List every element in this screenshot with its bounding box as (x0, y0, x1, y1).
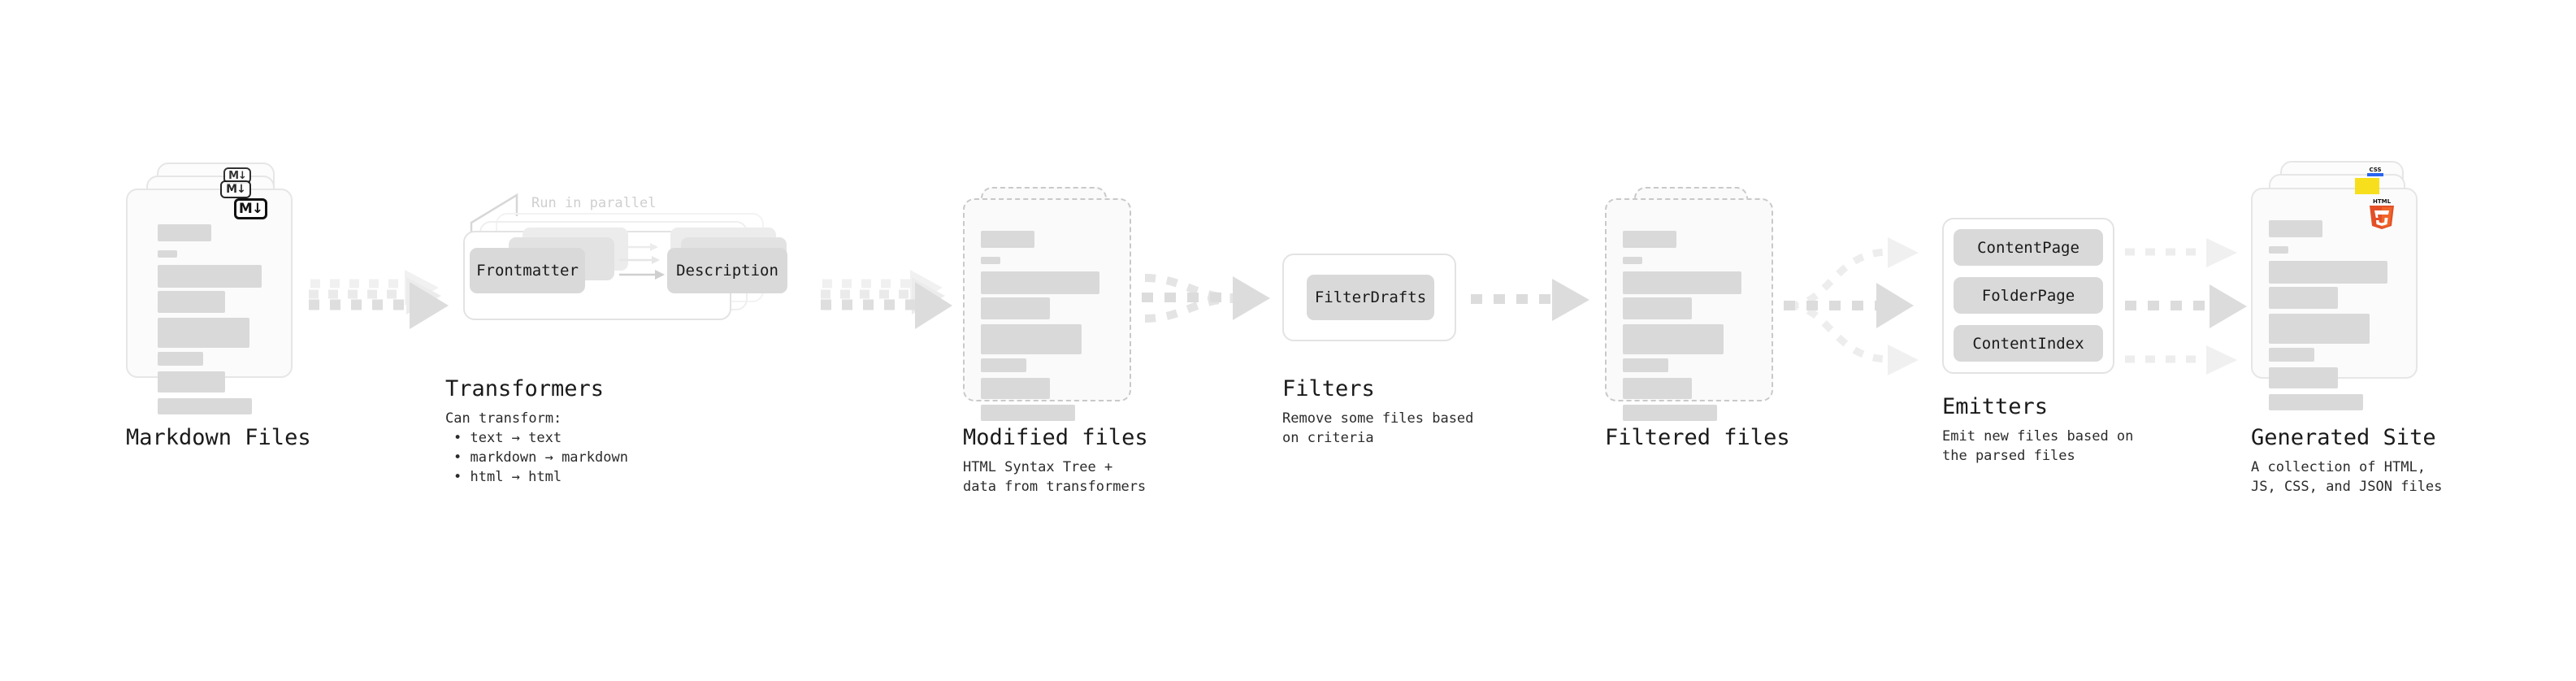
skeleton-line (158, 224, 211, 241)
skeleton-line (2269, 314, 2370, 344)
chip-label: ContentPage (1977, 238, 2079, 257)
emitter-chip-contentindex[interactable]: ContentIndex (1954, 325, 2103, 362)
stage-title-filters: Filters (1282, 376, 1375, 401)
skeleton-line (1623, 358, 1668, 372)
markdown-icon: M↓ (234, 198, 267, 219)
chip-label: Description (676, 262, 778, 280)
stage-title-markdown-files: Markdown Files (126, 425, 311, 450)
skeleton-line (981, 405, 1075, 421)
skeleton-line (158, 371, 225, 393)
chip-label: FolderPage (1981, 286, 2075, 305)
stage-title-generated-site: Generated Site (2251, 425, 2436, 450)
skeleton-line (2269, 287, 2338, 309)
filtered-card-front (1605, 198, 1773, 421)
emitter-chip-contentpage[interactable]: ContentPage (1954, 229, 2103, 266)
parallel-note: Run in parallel (531, 195, 657, 211)
skeleton-line (158, 250, 177, 258)
skeleton-line (1623, 378, 1692, 399)
skeleton-line (1623, 271, 1741, 294)
skeleton-line (981, 324, 1082, 354)
svg-text:CSS: CSS (2369, 167, 2381, 173)
emitters-subtitle: Emit new files based on the parsed files (1942, 427, 2133, 466)
list-item: markdown → markdown (453, 448, 627, 467)
subtitle-line-2: JS, CSS, and JSON files (2251, 479, 2443, 495)
javascript-icon (2355, 178, 2379, 194)
modified-file-stack (963, 187, 1138, 421)
generated-site-stack: CSS HTML (2251, 161, 2438, 410)
skeleton-line (1623, 297, 1692, 319)
arrow-modified-to-filters (1142, 274, 1270, 323)
stage-generated-site: CSS HTML (2251, 161, 2438, 410)
transformer-chip-frontmatter[interactable]: Frontmatter (470, 248, 585, 293)
stage-modified-files (963, 187, 1138, 421)
skeleton-line (1623, 257, 1642, 264)
skeleton-line (2269, 246, 2288, 254)
modified-card-front (963, 198, 1131, 421)
skeleton-line (2269, 261, 2387, 284)
chip-label: ContentIndex (1972, 334, 2084, 353)
arrow-filters-to-filtered (1471, 279, 1589, 321)
stage-title-modified-files: Modified files (963, 425, 1148, 450)
generated-site-subtitle: A collection of HTML, JS, CSS, and JSON f… (2251, 458, 2442, 497)
css3-icon: CSS (2367, 167, 2383, 176)
arrow-transformers-to-modified (821, 270, 952, 329)
skeleton-line (2269, 220, 2322, 237)
skeleton-line (981, 358, 1026, 372)
skeleton-line (2269, 367, 2338, 388)
filters-subtitle: Remove some files based on criteria (1282, 409, 1473, 448)
list-item: html → html (453, 467, 628, 487)
skeleton-line (981, 257, 1000, 264)
skeleton-line (158, 318, 249, 348)
chip-label: FilterDrafts (1314, 288, 1427, 306)
skeleton-line (981, 231, 1034, 248)
subtitle-line-1: A collection of HTML, (2251, 459, 2426, 475)
skeleton-line (158, 291, 225, 313)
arrow-emitters-to-site (2125, 238, 2247, 375)
skeleton-line (981, 297, 1050, 319)
skeleton-line (1623, 324, 1724, 354)
markdown-file-stack: M↓ M↓ M↓ (126, 163, 301, 414)
subtitle-line-1: Remove some files based (1282, 410, 1474, 427)
html5-icon: HTML (2370, 198, 2394, 229)
subtitle-line-2: the parsed files (1942, 448, 2075, 464)
modified-files-subtitle: HTML Syntax Tree + data from transformers (963, 458, 1146, 497)
skeleton-line (2269, 394, 2363, 410)
emitter-chip-folderpage[interactable]: FolderPage (1954, 277, 2103, 314)
stage-title-transformers: Transformers (445, 376, 605, 401)
stage-title-filtered-files: Filtered files (1605, 425, 1790, 450)
skeleton-line (981, 271, 1099, 294)
skeleton-line (158, 398, 252, 414)
markdown-icon-mid: M↓ (220, 180, 251, 198)
transformer-inner-arrows (619, 243, 665, 280)
subtitle-line-1: HTML Syntax Tree + (963, 459, 1113, 475)
stage-title-emitters: Emitters (1942, 394, 2049, 419)
transformers-subtitle-heading: Can transform: (445, 410, 562, 427)
subtitle-line-2: on criteria (1282, 430, 1374, 446)
stage-markdown-files: M↓ M↓ M↓ (126, 163, 301, 414)
subtitle-line-2: data from transformers (963, 479, 1147, 495)
skeleton-line (158, 265, 262, 288)
skeleton-line (1623, 405, 1717, 421)
svg-text:HTML: HTML (2373, 198, 2392, 205)
filters-chip-filterdrafts[interactable]: FilterDrafts (1307, 275, 1434, 320)
skeleton-line (2269, 348, 2314, 362)
transformer-chip-description[interactable]: Description (667, 248, 787, 293)
arrow-markdown-to-transformers (309, 270, 449, 329)
stage-filtered-files (1605, 187, 1780, 421)
markdown-card-front (126, 189, 293, 414)
chip-label: Frontmatter (476, 262, 579, 280)
filtered-file-stack (1605, 187, 1780, 421)
skeleton-line (158, 352, 203, 366)
subtitle-line-1: Emit new files based on (1942, 428, 2134, 445)
transformers-transform-list: text → text markdown → markdown html → h… (445, 428, 628, 487)
arrow-filtered-to-emitters (1784, 237, 1919, 375)
skeleton-line (981, 378, 1050, 399)
skeleton-line (1623, 231, 1676, 248)
list-item: text → text (453, 428, 628, 448)
